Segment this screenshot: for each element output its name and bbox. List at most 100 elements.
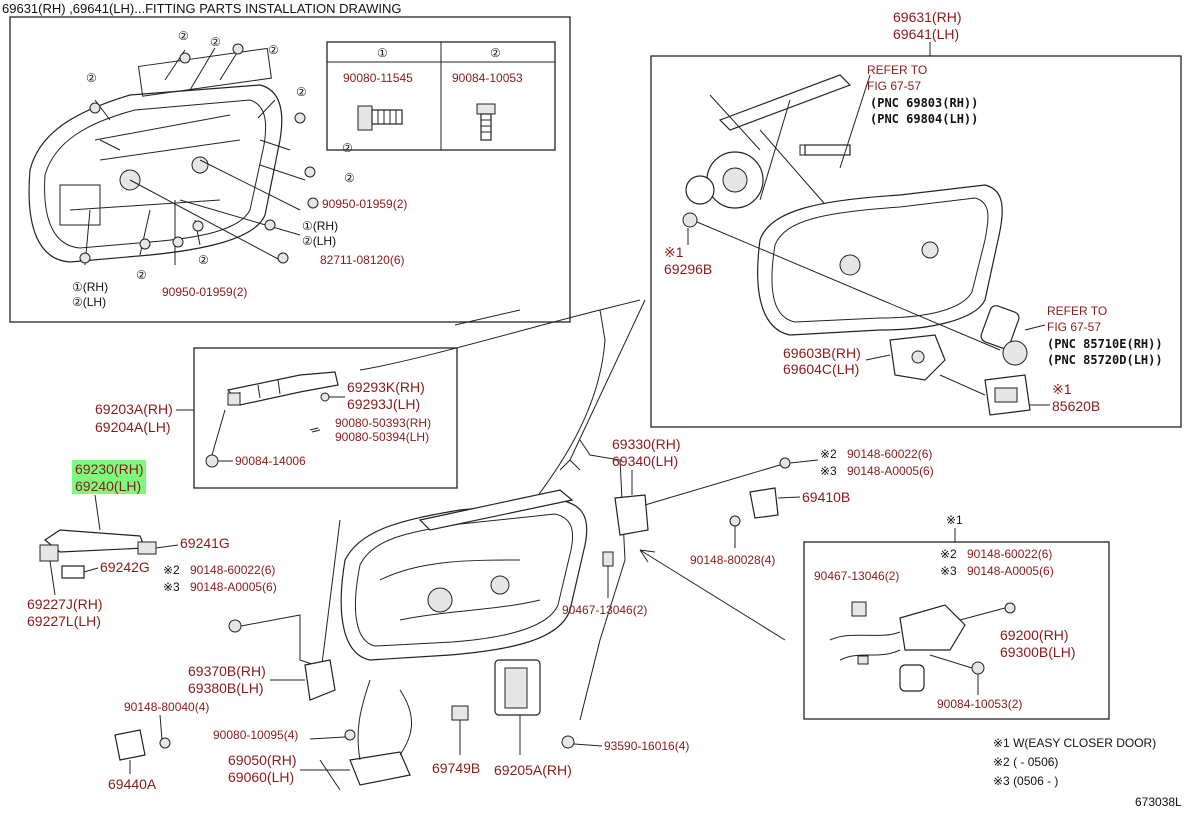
closer-mark-1: ※1: [946, 513, 963, 527]
table-col2-header: ②: [490, 46, 501, 60]
mark-1-b: ※1: [1052, 381, 1072, 397]
label-bolt-rh: ①(RH): [302, 219, 338, 233]
bolt-hex-icon: [476, 103, 496, 141]
part-69380b-lh: 69380B(LH): [188, 680, 264, 696]
pnc-85710e-rh: (PNC 85710E(RH)): [1047, 337, 1163, 351]
callout-2-e: ②: [296, 85, 307, 99]
main-mark-2-a: ※2: [163, 563, 180, 577]
part-69241g: 69241G: [180, 535, 230, 551]
highlight-69230: [72, 460, 146, 494]
legend-2: ※2 ( - 0506): [993, 755, 1058, 769]
stopper-drawing: [729, 487, 779, 527]
closer-actuator-drawing: [829, 601, 1016, 692]
part-69293k-rh: 69293K(RH): [347, 379, 425, 395]
inset-regulator: 69631(RH) 69641(LH) REFER TO FIG 67-57 (…: [650, 9, 1182, 428]
part-69631-rh: 69631(RH): [893, 9, 961, 25]
part-69370b-rh: 69370B(RH): [188, 663, 266, 679]
part-90080-10095: 90080-10095(4): [213, 728, 298, 742]
closer-unit-drawing: [984, 374, 1031, 416]
part-69641-lh: 69641(LH): [893, 26, 959, 42]
handle-frame-drawing: [226, 371, 339, 406]
part-69060-lh: 69060(LH): [228, 769, 294, 785]
part-69604c-lh: 69604C(LH): [783, 361, 859, 377]
pnc-69804-lh: (PNC 69804(LH)): [870, 112, 978, 126]
drawing-number: 673038L: [1135, 795, 1182, 809]
part-90148-80028: 90148-80028(4): [690, 553, 775, 567]
part-82711-08120: 82711-08120(6): [320, 253, 405, 267]
part-90080-50394-lh: 90080-50394(LH): [335, 430, 429, 444]
door-inner-panel-drawing: [757, 184, 1003, 336]
callout-2-h: ②: [136, 268, 147, 282]
closer-90148-a0005: 90148-A0005(6): [967, 564, 1054, 578]
part-69204a-lh: 69204A(LH): [95, 419, 171, 435]
closer-90148-60022: 90148-60022(6): [967, 547, 1052, 561]
part-69603b-rh: 69603B(RH): [783, 345, 861, 361]
closer-part-69300b-lh: 69300B(LH): [1000, 644, 1076, 660]
inside-handle-drawing: [494, 659, 541, 716]
callout-2-d: ②: [86, 71, 97, 85]
part-69340-lh: 69340(LH): [612, 453, 678, 469]
part-90080-50393-rh: 90080-50393(RH): [335, 416, 431, 430]
part-90084-14006: 90084-14006: [235, 454, 306, 468]
refer-to-2: REFER TO: [1047, 304, 1107, 318]
inset-fitting-parts: ① ② 90080-11545 90084-10053: [9, 16, 571, 323]
legend: ※1 W(EASY CLOSER DOOR) ※2 ( - 0506) ※3 (…: [993, 736, 1156, 788]
part-90950-01959-lower: 90950-01959(2): [162, 285, 247, 299]
part-85620b: 85620B: [1052, 398, 1100, 414]
table-col2-part: 90084-10053: [452, 71, 523, 85]
hinge-drawing: [614, 494, 649, 536]
main-mark-3-b: ※3: [820, 464, 837, 478]
part-69227j-rh: 69227J(RH): [27, 596, 102, 612]
regulator-motor-drawing: [980, 305, 1028, 366]
callout-2-a: ②: [178, 29, 189, 43]
door-lock-drawing: [349, 679, 413, 786]
label-left-lh: ②(LH): [72, 295, 106, 309]
door-module-drawing: [340, 489, 588, 661]
door-panel-drawing: [28, 47, 283, 263]
drawing-title: 69631(RH) ,69641(LH)...FITTING PARTS INS…: [2, 1, 401, 16]
label-bolt-lh: ②(LH): [302, 234, 336, 248]
legend-1: ※1 W(EASY CLOSER DOOR): [993, 736, 1156, 750]
part-69293j-lh: 69293J(LH): [347, 396, 420, 412]
bolt-table: ① ② 90080-11545 90084-10053: [326, 41, 556, 151]
window-regulator-drawing: [685, 74, 852, 211]
table-col1-header: ①: [377, 46, 388, 60]
part-90148-60022-b: 90148-60022(6): [847, 447, 932, 461]
refer-to-1: REFER TO: [867, 63, 927, 77]
closer-90467-13046: 90467-13046(2): [814, 569, 899, 583]
callout-2-i: ②: [198, 253, 209, 267]
part-90467-13046-main: 90467-13046(2): [562, 603, 647, 617]
main-mark-3-a: ※3: [163, 580, 180, 594]
part-90148-80040: 90148-80040(4): [124, 700, 209, 714]
callout-2-b: ②: [210, 35, 221, 49]
label-left-rh: ①(RH): [72, 280, 108, 294]
callout-2-g: ②: [344, 171, 355, 185]
part-93590-16016: 93590-16016(4): [604, 739, 689, 753]
outside-handle-drawing: [39, 529, 157, 579]
door-latch-drawing: [889, 334, 946, 381]
callout-2-f: ②: [342, 141, 353, 155]
pnc-69803-rh: (PNC 69803(RH)): [870, 96, 978, 110]
part-69296b: 69296B: [664, 261, 712, 277]
main-mark-2-b: ※2: [820, 447, 837, 461]
fig-67-57-1: FIG 67-57: [867, 79, 921, 93]
part-69230-rh: 69230(RH): [75, 461, 143, 477]
part-90148-60022-a: 90148-60022(6): [190, 563, 275, 577]
pnc-85720d-lh: (PNC 85720D(LH)): [1047, 353, 1163, 367]
part-69410b: 69410B: [802, 489, 850, 505]
inset-outside-handle: 69293K(RH) 69293J(LH) 90080-50393(RH) 90…: [193, 347, 458, 489]
closer-part-69200-rh: 69200(RH): [1000, 627, 1068, 643]
part-69203a-rh: 69203A(RH): [95, 401, 173, 417]
callout-2-c: ②: [268, 43, 279, 57]
part-69050-rh: 69050(RH): [228, 752, 296, 768]
part-69749b: 69749B: [432, 760, 480, 776]
part-90950-01959-upper: 90950-01959(2): [322, 197, 407, 211]
fig-67-57-2: FIG 67-57: [1047, 320, 1101, 334]
part-90148-a0005-a: 90148-A0005(6): [190, 580, 277, 594]
part-69330-rh: 69330(RH): [612, 436, 680, 452]
table-col1-part: 90080-11545: [343, 71, 413, 85]
part-69205a-rh: 69205A(RH): [494, 762, 572, 778]
part-69440a: 69440A: [108, 776, 157, 792]
bolt-flange-icon: [357, 105, 403, 131]
